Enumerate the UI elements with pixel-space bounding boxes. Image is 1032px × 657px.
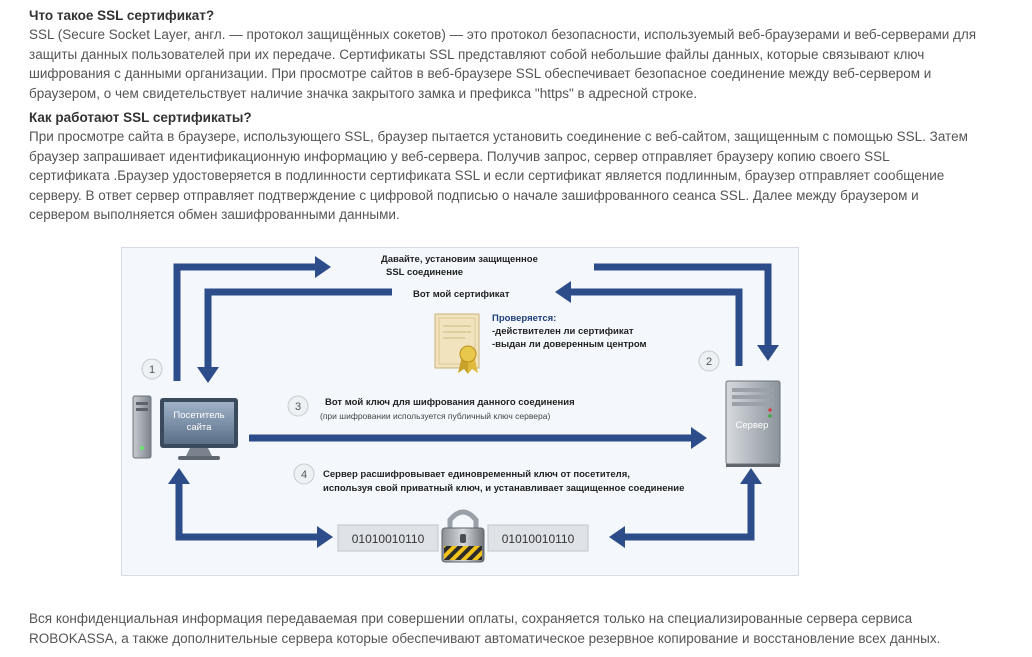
paragraph-line: При просмотре сайта в браузере, использу… bbox=[29, 129, 968, 144]
svg-text:2: 2 bbox=[706, 356, 712, 368]
arrow-head bbox=[197, 367, 219, 383]
visitor-computer-icon bbox=[132, 395, 238, 460]
step-number-3: 3 bbox=[287, 395, 309, 417]
binary-box-left bbox=[337, 524, 439, 552]
step3-text-line1: Вот мой ключ для шифрования данного соед… bbox=[325, 397, 575, 408]
visitor-label-line1: Посетитель bbox=[173, 410, 224, 421]
arrow-head bbox=[168, 468, 190, 484]
arrow-head bbox=[691, 427, 707, 449]
ssl-handshake-diagram: Давайте, установим защищенное SSL соедин… bbox=[121, 247, 799, 576]
binary-text-right: 01010010110 bbox=[502, 532, 575, 546]
paragraph-line: сертификата .Браузер удостоверяется в по… bbox=[29, 168, 945, 183]
section-how-ssl-works: Как работают SSL сертификаты? При просмо… bbox=[29, 108, 1019, 225]
arrow-server-to-client-cert bbox=[568, 288, 743, 366]
cert-message-text: Вот мой сертификат bbox=[413, 289, 510, 300]
step-number-2: 2 bbox=[698, 350, 720, 372]
svg-text:4: 4 bbox=[301, 469, 307, 481]
visitor-label-line2: сайта bbox=[187, 422, 213, 433]
arrow-server-bottom bbox=[622, 481, 755, 541]
arrow-server-down-right bbox=[594, 263, 772, 348]
step1-text-line1: Давайте, установим защищенное bbox=[381, 254, 538, 265]
arrow-client-to-server-top bbox=[173, 263, 318, 381]
paragraph-line: ROBOKASSA, а также дополнительные сервер… bbox=[29, 630, 941, 646]
paragraph-line: браузером, о чем свидетельствует наличие… bbox=[29, 85, 698, 101]
check-item-valid: -действителен ли сертификат bbox=[492, 326, 634, 337]
svg-text:3: 3 bbox=[295, 401, 301, 413]
diagram-canvas: Давайте, установим защищенное SSL соедин… bbox=[132, 254, 781, 563]
step3-text-line2: (при шифровании используется публичный к… bbox=[320, 411, 550, 421]
footer-paragraph: Вся конфиденциальная информация передава… bbox=[29, 609, 1019, 648]
arrow-client-bottom bbox=[175, 481, 320, 541]
check-title: Проверяется: bbox=[492, 313, 556, 324]
check-item-trusted: -выдан ли доверенным центром bbox=[492, 339, 647, 350]
section-paragraph: При просмотре сайта в браузере, использу… bbox=[29, 127, 1019, 225]
paragraph-line: защиты данных пользователей при их перед… bbox=[29, 46, 925, 62]
paragraph-line: браузер запрашивает идентификационную ин… bbox=[29, 148, 890, 164]
paragraph-line: SSL (Secure Socket Layer, англ. — проток… bbox=[29, 27, 977, 42]
step4-text-line1: Сервер расшифровывает единовременный клю… bbox=[323, 469, 630, 480]
arrow-head bbox=[609, 526, 625, 548]
paragraph-line: серверу. В ответ сервер отправляет подтв… bbox=[29, 187, 919, 203]
arrow-head bbox=[315, 256, 331, 278]
server-label: Сервер bbox=[736, 420, 769, 431]
section-heading: Как работают SSL сертификаты? bbox=[29, 110, 252, 125]
section-what-is-ssl: Что такое SSL сертификат? SSL (Secure So… bbox=[29, 6, 1019, 103]
arrow-head bbox=[757, 345, 779, 361]
step1-text-line2: SSL соединение bbox=[386, 267, 463, 278]
padlock-icon bbox=[441, 509, 485, 563]
footer-note: Вся конфиденциальная информация передава… bbox=[29, 609, 1019, 648]
certificate-icon bbox=[434, 313, 480, 374]
paragraph-line: сервером выполняется обмен зашифрованным… bbox=[29, 207, 400, 222]
paragraph-line: шифрования с данными организации. При пр… bbox=[29, 66, 932, 81]
section-heading: Что такое SSL сертификат? bbox=[29, 8, 215, 23]
step4-text-line2: используя свой приватный ключ, и устанав… bbox=[323, 483, 684, 494]
binary-box-right bbox=[487, 524, 589, 552]
step-number-4: 4 bbox=[293, 463, 315, 485]
arrow-head bbox=[555, 281, 571, 303]
step-number-1: 1 bbox=[141, 358, 163, 380]
arrow-cert-to-client bbox=[204, 288, 392, 370]
svg-text:1: 1 bbox=[149, 364, 155, 376]
arrow-head bbox=[317, 526, 333, 548]
binary-text-left: 01010010110 bbox=[352, 532, 425, 546]
arrow-head bbox=[740, 468, 762, 484]
section-paragraph: SSL (Secure Socket Layer, англ. — проток… bbox=[29, 25, 1019, 103]
server-icon bbox=[725, 380, 781, 467]
paragraph-line: Вся конфиденциальная информация передава… bbox=[29, 611, 913, 626]
